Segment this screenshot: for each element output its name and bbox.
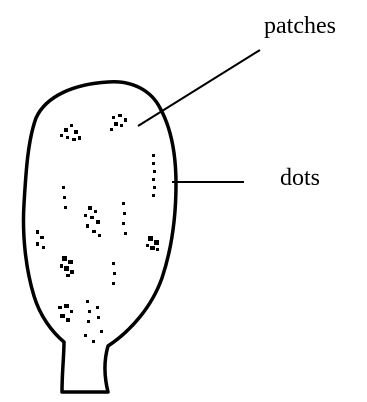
patch: [146, 236, 159, 251]
patch: [60, 124, 81, 141]
patch: [110, 114, 127, 131]
patch: [84, 206, 101, 237]
dots-label: dots: [280, 166, 320, 190]
patch: [58, 304, 73, 322]
patch: [60, 256, 74, 277]
patch: [36, 230, 45, 249]
patches-label: patches: [264, 14, 336, 38]
patches-leader-line: [138, 50, 260, 126]
